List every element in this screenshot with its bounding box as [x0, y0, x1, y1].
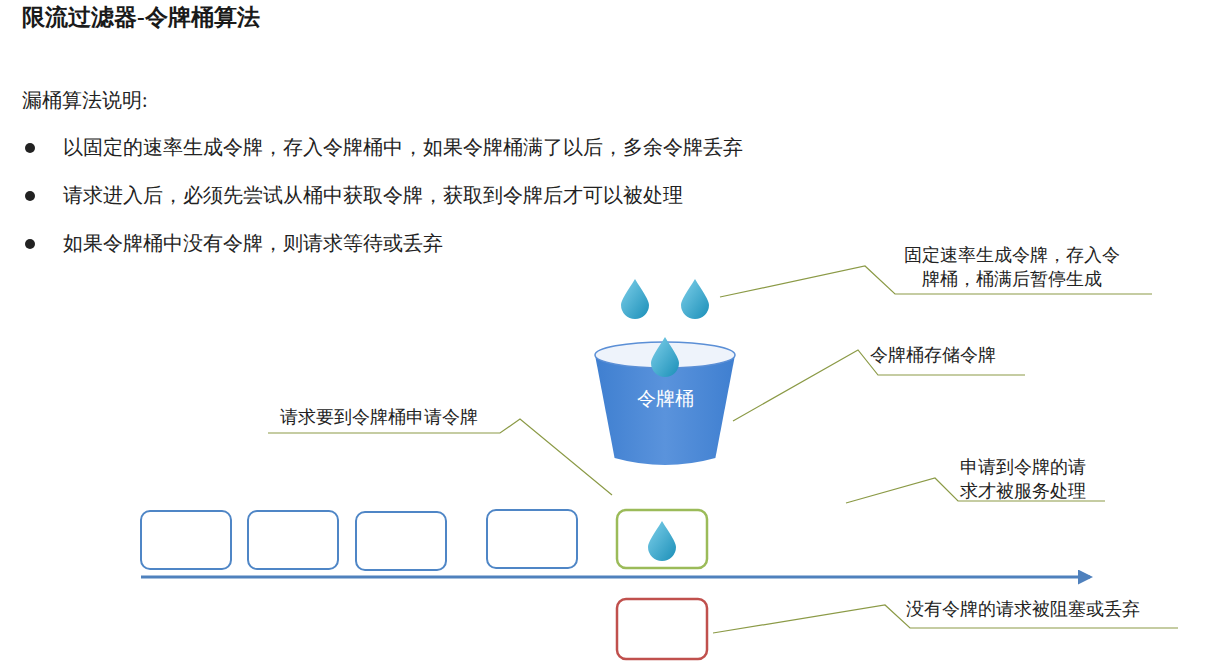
section-heading: 漏桶算法说明: — [22, 87, 422, 113]
token-drop — [621, 279, 649, 319]
node-label: 令牌桶 — [590, 386, 740, 412]
token-drop — [651, 337, 679, 377]
timeline-arrow — [141, 576, 1090, 579]
callout-text: 没有令牌的请求被阻塞或丢弃 — [906, 596, 1186, 622]
callout-text: 令牌桶存储令牌 — [870, 342, 1030, 368]
token-drop — [681, 279, 709, 319]
bullet-dot — [25, 143, 35, 153]
rejected-request-box — [617, 599, 707, 659]
accepted-request-box — [617, 510, 707, 568]
request-box — [141, 511, 231, 569]
page-title: 限流过滤器-令牌桶算法 — [22, 2, 260, 33]
callout-text: 请求要到令牌桶申请令牌 — [280, 404, 520, 430]
leader-line — [268, 419, 612, 495]
callout-text: 固定速率生成令牌，存入令牌桶，桶满后暂停生成 — [897, 243, 1127, 291]
token-drop — [648, 521, 676, 561]
bullet-text: 请求进入后，必须先尝试从桶中获取令牌，获取到令牌后才可以被处理 — [63, 182, 1063, 208]
bullet-text: 如果令牌桶中没有令牌，则请求等待或丢弃 — [63, 230, 763, 256]
request-box — [248, 511, 338, 569]
bullet-dot — [25, 191, 35, 201]
request-box — [356, 512, 446, 570]
bullet-dot — [25, 239, 35, 249]
request-box — [487, 510, 577, 568]
bullet-text: 以固定的速率生成令牌，存入令牌桶中，如果令牌桶满了以后，多余令牌丢弃 — [63, 134, 1063, 160]
callout-text: 申请到令牌的请求才被服务处理 — [955, 455, 1091, 503]
token-bucket: 令牌桶 — [590, 336, 740, 472]
